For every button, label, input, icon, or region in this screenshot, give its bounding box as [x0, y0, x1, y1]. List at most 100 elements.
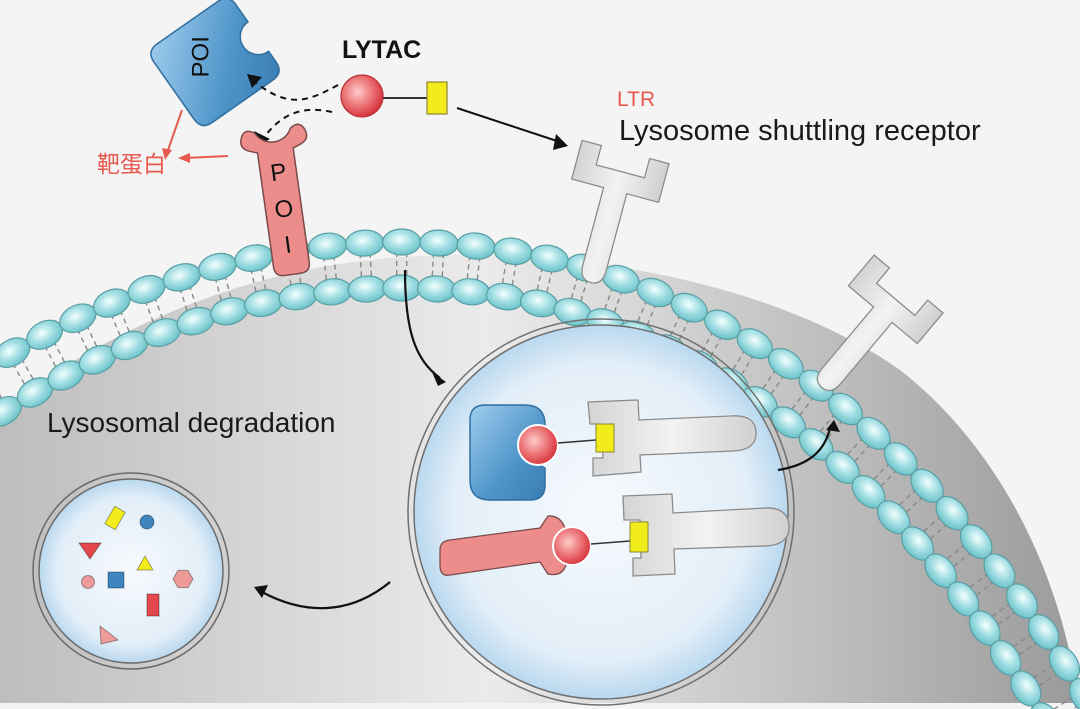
lipid-tail — [951, 551, 973, 569]
lipid-tail — [645, 303, 657, 328]
poi-membrane-letter-p: P — [269, 158, 289, 187]
endocytosis-arrowhead — [432, 372, 446, 386]
lipid-tail — [921, 515, 942, 534]
dashed-arrow-to-soluble-poi — [254, 81, 339, 101]
degradation-fragments — [78, 505, 194, 645]
degradation-arrow — [261, 581, 391, 610]
annotation-arrowhead-soluble — [162, 148, 172, 160]
lipid-head — [1069, 677, 1080, 709]
lipid-tail — [995, 610, 1018, 627]
lipid-tail — [44, 345, 58, 370]
poi-membrane-letter-i: I — [283, 231, 293, 259]
target-protein-label: 靶蛋白 — [97, 152, 166, 178]
lipid-tail — [511, 261, 517, 288]
lipid-tail — [871, 462, 891, 482]
endocytosis-arrow — [403, 269, 441, 379]
lipid-tail — [708, 335, 723, 360]
lipid-tail — [845, 436, 864, 458]
lipid-head — [382, 274, 422, 302]
lipid-tail — [369, 252, 373, 279]
lipid-tail — [260, 266, 267, 293]
lipid-tail — [20, 358, 36, 382]
fragment-rect — [146, 593, 160, 617]
poi-soluble-label: POI — [188, 36, 215, 77]
lipid-tail — [897, 488, 917, 508]
dashed-arrowhead-1 — [247, 74, 262, 88]
degradation-lysosome — [32, 472, 230, 670]
lipid-tail — [466, 255, 471, 282]
lipid-tail — [1016, 641, 1039, 657]
lipid-tail — [677, 318, 691, 343]
lipid-head — [419, 229, 459, 257]
lipid-tail — [569, 275, 579, 302]
lipid-tail — [636, 299, 648, 325]
lipid-tail — [441, 253, 445, 280]
fragment-circle — [139, 514, 155, 530]
fragment-triangle-up — [136, 554, 154, 571]
lipid-tail — [545, 269, 553, 295]
endosome — [407, 318, 795, 706]
receptor-right — [816, 254, 944, 392]
lipid-tail — [359, 253, 363, 280]
lipid-tail — [1071, 704, 1080, 709]
lipid-tail — [1010, 632, 1033, 649]
ltr-abbrev-label: LTR — [617, 88, 656, 111]
lipid-tail — [76, 329, 90, 354]
lipid-tail — [333, 255, 338, 282]
complex-soluble-poi — [469, 399, 757, 501]
lipid-tail — [818, 413, 836, 434]
lipid-tail — [119, 310, 132, 335]
lipid-tail — [989, 602, 1012, 619]
lipid-tail — [224, 275, 233, 301]
lipid-tail — [323, 256, 328, 283]
annotation-arrow-membrane — [184, 155, 229, 159]
fragment-square — [107, 571, 125, 589]
lipid-tail — [1052, 696, 1074, 709]
poi-membrane-letter-o: O — [273, 195, 295, 224]
soluble-poi: POI — [150, 0, 280, 127]
binding-arrow — [456, 107, 561, 143]
annotation-arrow-soluble — [166, 109, 183, 154]
lipid-tail — [769, 374, 785, 397]
lipid-head — [308, 232, 348, 260]
lipid-tail — [944, 543, 966, 562]
ltr-description-label: Lysosome shuttling receptor — [619, 115, 981, 147]
complex-membrane-poi — [439, 493, 790, 577]
lipid-tail — [789, 390, 807, 412]
lipid-tail — [612, 290, 623, 316]
lipid-tail — [535, 267, 544, 293]
lipid-tail — [250, 268, 258, 295]
bottom-strip — [0, 703, 1080, 709]
annotation-arrowhead-membrane — [178, 153, 190, 163]
membrane-poi: P O I — [240, 123, 311, 277]
fragment-circle — [81, 575, 95, 589]
lytac-ligand-ball — [340, 74, 384, 118]
recycle-arrow — [777, 427, 832, 472]
lipid-tail — [731, 349, 746, 373]
lipid-tail — [903, 495, 924, 515]
recycle-arrowhead — [826, 420, 840, 432]
lipid-tail — [967, 572, 989, 590]
lipid-head — [162, 263, 201, 292]
lipid-tail — [53, 340, 67, 365]
lipid-tail — [700, 330, 714, 355]
lipid-tail — [579, 278, 589, 305]
lipid-tail — [973, 580, 996, 598]
degradation-arrowhead — [254, 585, 268, 598]
lipid-tail — [927, 522, 949, 542]
lipid-tail — [501, 260, 508, 287]
lipid-head — [382, 228, 422, 256]
binding-arrowhead — [553, 134, 568, 150]
fragment-hexagon — [172, 569, 194, 589]
fragment-rect — [104, 505, 126, 531]
lipid-tail — [797, 396, 815, 418]
lipid-head — [1029, 702, 1061, 709]
lytac-molecule — [340, 74, 448, 118]
fragment-triangle-right — [99, 624, 120, 645]
lipid-tail — [110, 313, 122, 339]
lipid-tail — [214, 277, 223, 304]
lytac-tag — [426, 81, 448, 115]
lipid-tail — [431, 252, 435, 279]
